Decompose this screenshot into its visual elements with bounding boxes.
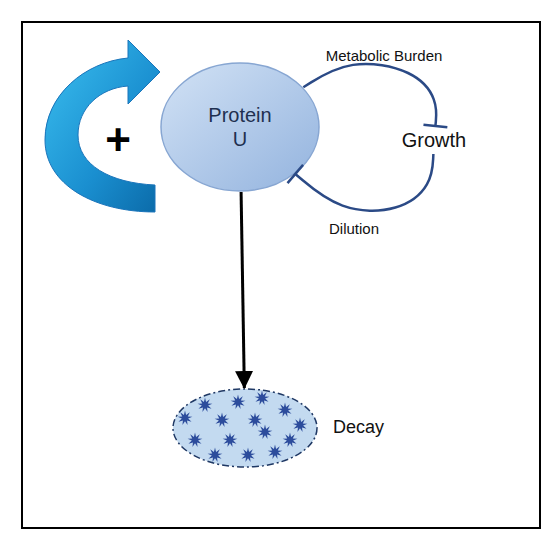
inhibition-connector — [295, 154, 433, 211]
particle-star — [293, 418, 308, 433]
particle-star — [208, 448, 223, 463]
arrow-connector — [241, 192, 244, 388]
particle-star — [223, 433, 238, 448]
particle-star — [241, 448, 256, 463]
particle-star — [255, 391, 270, 406]
decay-ellipse: Decay — [172, 388, 318, 468]
shape-fill — [173, 389, 317, 467]
edge-label: Metabolic Burden — [326, 47, 443, 64]
particle-star — [198, 398, 213, 413]
ellipse-outline — [160, 62, 320, 192]
edge-label: Dilution — [329, 220, 379, 237]
particle-star — [283, 433, 298, 448]
feedback-loop-arrow — [45, 40, 160, 212]
sign-label: + — [105, 115, 131, 165]
particle-star — [248, 413, 263, 428]
particle-star — [188, 433, 203, 448]
particle-star — [215, 413, 230, 428]
frame-border — [22, 22, 540, 528]
particle-star — [278, 403, 293, 418]
node-label: Protein U — [202, 103, 278, 151]
particle-star — [258, 425, 273, 440]
node-label: Decay — [333, 417, 384, 439]
node-label: Growth — [402, 128, 466, 152]
protein-ellipse: Protein U — [160, 62, 320, 192]
particle-star — [268, 445, 283, 460]
particle-star — [231, 395, 246, 410]
particle-star — [178, 411, 193, 426]
shape-fill — [161, 63, 319, 191]
inhibition-connector — [303, 64, 436, 126]
ellipse-outline — [172, 388, 318, 468]
growth-node: Growth — [394, 126, 474, 154]
